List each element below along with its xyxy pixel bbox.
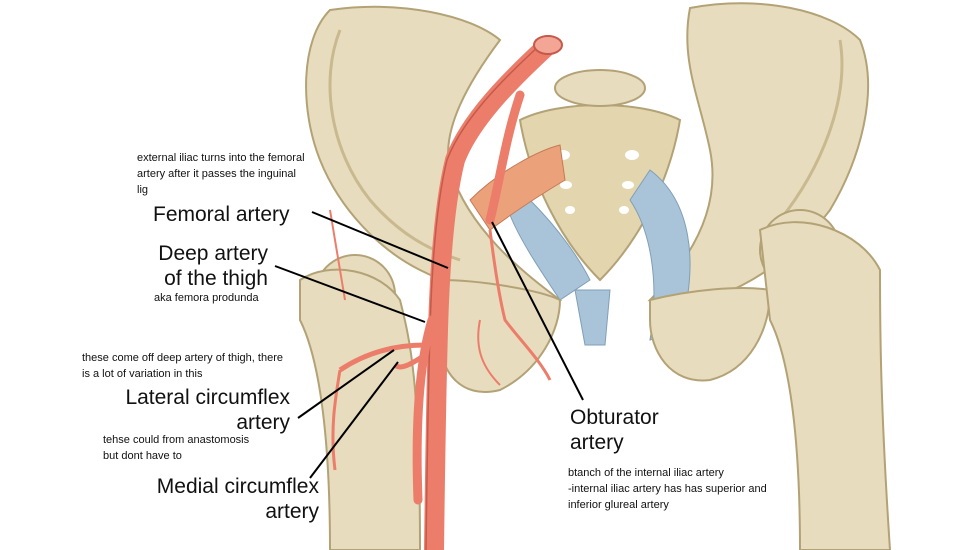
deep-artery-note: aka femora produnda — [154, 292, 259, 304]
deep-artery-vessel — [412, 315, 437, 505]
deep-artery-label: Deep artery of the thigh — [158, 242, 268, 290]
femoral-artery-vessel — [424, 35, 558, 550]
femoral-artery-label: Femoral artery — [153, 203, 290, 226]
femoral-pointer — [311, 211, 449, 269]
pubic-bones — [439, 278, 772, 393]
obturator-artery-label: Obturator artery — [570, 406, 659, 454]
medial-circumflex-label: Medial circumflex artery — [156, 475, 319, 523]
internal-iliac-vessel — [485, 90, 525, 225]
deep-branches-note: these come off deep artery of thigh, the… — [82, 352, 283, 380]
lateral-circumflex-vessel — [338, 342, 426, 373]
femoral-note: external iliac turns into the femoral ar… — [137, 152, 305, 196]
right-femur — [758, 209, 892, 550]
obturator-note: btanch of the internal iliac artery -int… — [568, 467, 767, 511]
lateral-circumflex-label: Lateral circumflex artery — [125, 386, 290, 434]
deep-artery-pointer — [274, 265, 426, 323]
anastomosis-note: tehse could from anastomosis but dont ha… — [103, 434, 250, 462]
arteries — [329, 35, 563, 550]
obturator-pointer — [491, 221, 584, 401]
medial-circumflex-pointer — [309, 361, 399, 479]
lateral-circumflex-pointer — [297, 349, 395, 419]
obturator-vessel — [488, 229, 552, 381]
medial-circumflex-vessel — [393, 352, 427, 370]
pointer-lines — [274, 211, 584, 479]
